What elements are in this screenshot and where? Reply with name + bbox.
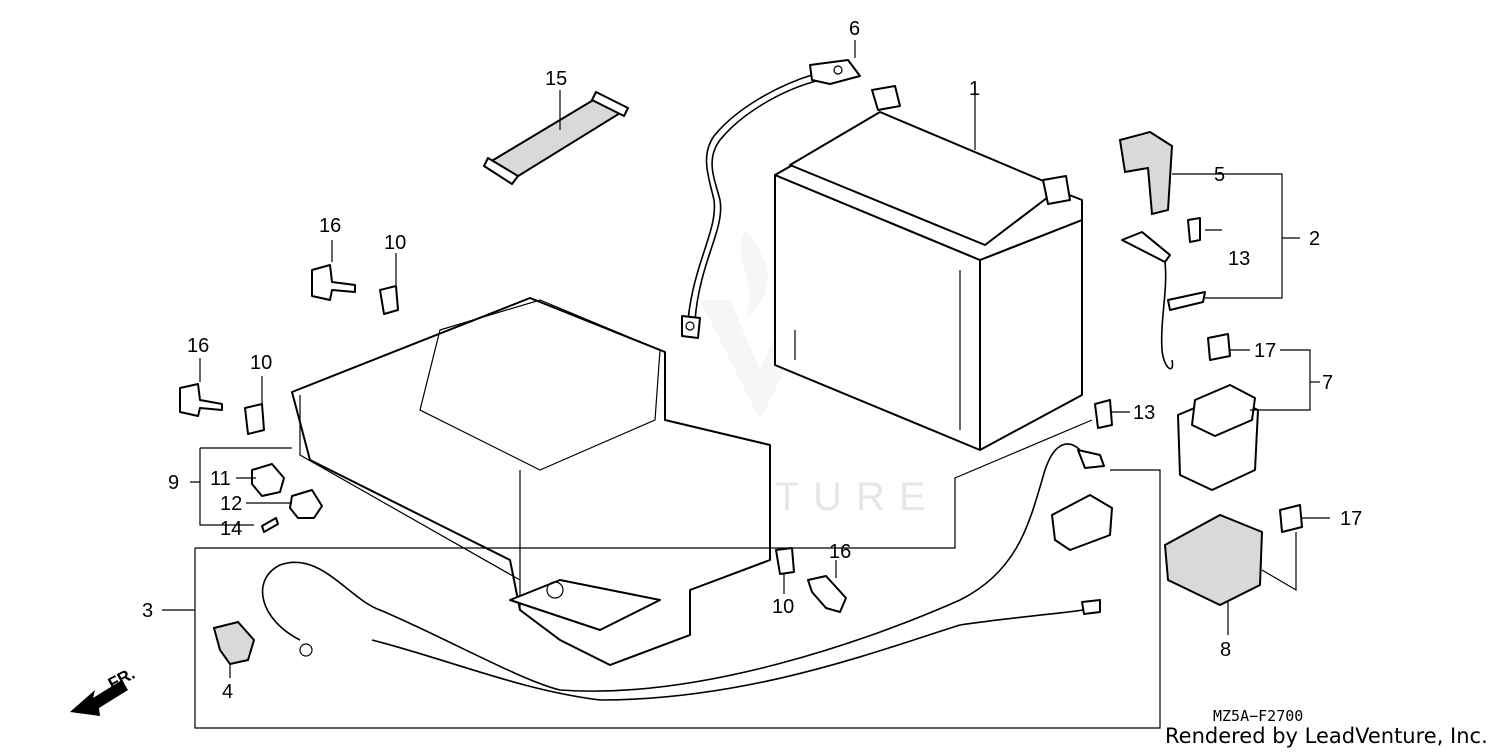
battery (774, 85, 1083, 451)
grommet-11 (251, 463, 285, 497)
render-credit: Rendered by LeadVenture, Inc. (1165, 724, 1488, 748)
callout-16c: 16 (829, 541, 851, 563)
bolt-13b (1094, 399, 1113, 429)
callout-14: 14 (220, 518, 242, 540)
starter-cable-assembly (1121, 231, 1206, 370)
callout-2: 2 (1309, 228, 1320, 250)
fuse-17b (1279, 504, 1303, 533)
callout-17b: 17 (1340, 508, 1362, 530)
callout-10b: 10 (250, 352, 272, 374)
callout-7: 7 (1322, 372, 1333, 394)
callout-8: 8 (1220, 639, 1231, 661)
part-code: MZ5A−F2700 (1213, 707, 1303, 725)
terminal-boot (212, 620, 256, 666)
callout-6: 6 (849, 18, 860, 40)
pin-14 (261, 517, 279, 533)
callout-4: 4 (222, 681, 233, 703)
wire-harness (261, 443, 1105, 701)
callout-12: 12 (220, 493, 242, 515)
relay-bracket (1051, 494, 1113, 551)
fuse-17a (1207, 333, 1231, 361)
clip-10c (775, 547, 795, 575)
bolt-13a (1187, 217, 1201, 243)
callout-9: 9 (168, 472, 179, 494)
callout-3: 3 (142, 600, 153, 622)
bolt-16c (807, 575, 847, 613)
starter-relay (1177, 384, 1259, 491)
battery-strap (483, 91, 629, 185)
callout-16a: 16 (319, 215, 341, 237)
collar-12 (289, 489, 323, 519)
front-direction-arrow-icon (70, 680, 128, 716)
terminal-cover (1118, 130, 1174, 216)
bolt-16b (179, 383, 223, 417)
callout-16b: 16 (187, 335, 209, 357)
clip-10b (244, 403, 265, 435)
callout-13b: 13 (1133, 402, 1155, 424)
bolt-16a (311, 264, 356, 301)
callouts: 1 2 3 4 5 6 7 8 9 10 10 10 11 12 13 13 1… (142, 18, 1362, 703)
callout-10a: 10 (384, 232, 406, 254)
callout-13a: 13 (1228, 248, 1250, 270)
callout-10c: 10 (772, 596, 794, 618)
battery-cable-positive (681, 59, 861, 339)
callout-5: 5 (1214, 164, 1225, 186)
callout-17a: 17 (1254, 340, 1276, 362)
callout-15: 15 (545, 68, 567, 90)
callout-1: 1 (969, 78, 980, 100)
leader-lines (162, 40, 1330, 729)
callout-11: 11 (210, 468, 231, 490)
clip-10a (379, 285, 399, 315)
battery-box (291, 297, 771, 666)
relay-cover (1163, 513, 1264, 607)
